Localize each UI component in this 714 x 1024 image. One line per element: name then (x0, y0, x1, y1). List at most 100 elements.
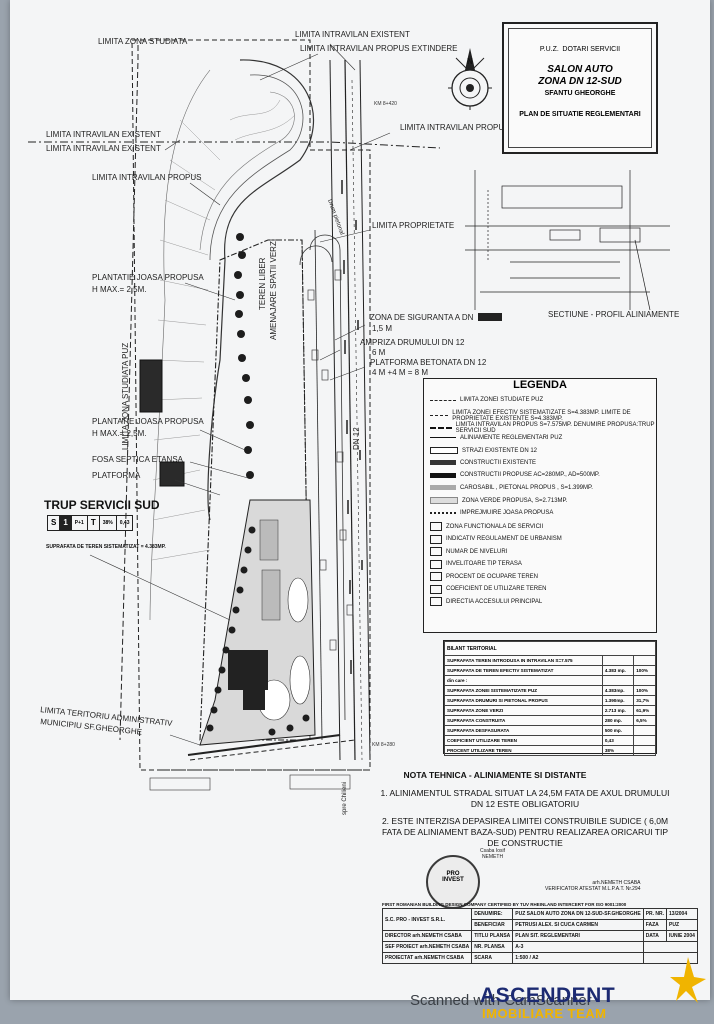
legend-item: COEFICIENT DE UTILIZARE TEREN (430, 584, 547, 594)
label-platforma-betonata: PLATFORMA BETONATA DN 12 (370, 358, 487, 367)
note-title: NOTA TEHNICA - ALINIAMENTE SI DISTANTE (403, 770, 587, 780)
company-name: S.C. PRO - INVEST S.R.L. (381, 908, 473, 931)
bilant-cell: 31,7% (633, 695, 656, 706)
note-item-1: 1. ALINIAMENTUL STRADAL SITUAT LA 24,5M … (380, 788, 670, 809)
bilant-cell: SUPRAFATA CONSTRUITA (444, 715, 603, 726)
plan-sheet: N LIMITA ZONA STUDIATA LIMITA INTRAVILAN… (10, 0, 710, 1000)
bilant-cell: 2.713 mp. (601, 705, 635, 716)
legend-item: LIMITA ZONEI EFECTIV SISTEMATIZATE S=4.3… (430, 410, 656, 422)
legend-label: COEFICIENT DE UTILIZARE TEREN (446, 586, 547, 592)
legend-label: LIMITA ZONEI EFECTIV SISTEMATIZATE S=4.3… (452, 409, 631, 422)
legend-item: CONSTRUCTII PROPUSE AC=280MP., AD=500MP. (430, 472, 600, 478)
legend-swatch (430, 584, 442, 594)
trup-cell-s: S (48, 516, 61, 530)
legend-swatch (430, 597, 442, 606)
legend-label: STRAZI EXISTENTE DN 12 (462, 447, 538, 454)
legend-swatch (430, 559, 442, 569)
label-platforma: PLATFORMA (92, 471, 141, 480)
bilant-cell: 100% (633, 685, 656, 696)
legend-item: LIMITA INTRAVILAN PROPUS S=7.575MP. DENU… (430, 422, 656, 434)
legend-item: ALINIAMENTE REGLEMENTARI PUZ (430, 435, 562, 441)
title-block-table: FIRST ROMANIAN BUILDING DESIGN COMPANY C… (381, 902, 698, 964)
legend-swatch (430, 547, 442, 556)
label-intravilan-existent-2: LIMITA INTRAVILAN EXISTENT (46, 144, 161, 153)
bilant-cell: COEFICIENT UTILIZARE TEREN (444, 735, 603, 746)
legend-item: INVELITOARE TIP TERASA (430, 559, 522, 569)
label-platforma-betonata-val: 4 M +4 M = 8 M (372, 368, 428, 377)
label-teren-liber: TEREN LIBER (258, 257, 267, 310)
bilant-cell: 1.390mp. (601, 695, 635, 706)
legend-swatch (430, 427, 452, 429)
bilant-cell (633, 745, 656, 756)
bilant-cell: 100% (633, 665, 656, 676)
bilant-row: din care : (444, 675, 656, 686)
label-intravilan-existent-1: LIMITA INTRAVILAN EXISTENT (46, 130, 161, 139)
legend-swatch (430, 472, 456, 478)
bilant-cell: SUPRAFATA TEREN INTRODUSA IN INTRAVILAN … (444, 655, 603, 666)
ascendent-logo-sub: IMOBILIARE TEAM (482, 1006, 607, 1021)
bilant-cell: 6,5% (633, 715, 656, 726)
scanned-watermark: Scanned with CamScanner (410, 992, 592, 1009)
project-line-1: SALON AUTO (547, 64, 613, 75)
bilant-cell: 61,9% (633, 705, 656, 716)
legend-label: LIMITA INTRAVILAN PROPUS S=7.575MP. DENU… (455, 422, 655, 434)
constructie-existenta-2 (159, 461, 185, 487)
bilant-cell: SUPRAFATA DE TEREN EFECTIV SISTEMATIZAT (444, 665, 603, 676)
legend-label: NUMAR DE NIVELURI (446, 548, 508, 555)
bilant-cell (601, 675, 635, 686)
legend-label: CONSTRUCTII PROPUSE AC=280MP., AD=500MP. (460, 472, 600, 478)
label-km-bottom: KM 8+280 (372, 742, 395, 748)
project-denumire: PUZ SALON AUTO ZONA DN 12-SUD-SF.GHEORGH… (512, 908, 644, 920)
zona-studiata-line (131, 39, 371, 771)
legend-swatch (430, 485, 456, 490)
label-km-top: KM 8+420 (374, 101, 397, 107)
bilant-cell: SUPRAFATA DRUMURI SI PIETONAL PROPUS (444, 695, 603, 706)
bilant-cell (633, 735, 656, 746)
label-hmax-1: H MAX.= 2,5M. (92, 285, 146, 294)
bilant-cell: SUPRAFATA DESFASURATA (444, 725, 603, 736)
label-zona-siguranta-val: 1,5 M (372, 324, 392, 333)
company-certificate: FIRST ROMANIAN BUILDING DESIGN COMPANY C… (382, 902, 627, 907)
label-intravilan-propus-extindere: LIMITA INTRAVILAN PROPUS EXTINDERE (300, 44, 458, 53)
label-limita-zona-studiata: LIMITA ZONA STUDIATA (98, 37, 188, 46)
trup-cell-t: T (88, 516, 100, 530)
north-compass-icon: N (448, 48, 492, 110)
label-sectiune: SECTIUNE - PROFIL ALINIAMENTE (548, 310, 679, 319)
city-name: SFANTU GHEORGHE (544, 90, 616, 97)
svg-text:N: N (467, 57, 473, 66)
company-seal: PRO INVEST (426, 855, 480, 909)
plan-title: PLAN DE SITUATIE REGLEMENTARI (519, 111, 641, 118)
label-spre-chilieni: spre Chilieni (342, 782, 348, 815)
legend-item: INDICATIV REGULAMENT DE URBANISM (430, 534, 562, 544)
bilant-cell: PROCENT UTILIZARE TEREN (444, 745, 603, 756)
legend-item: DIRECTIA ACCESULUI PRINCIPAL (430, 597, 542, 606)
trup-suprafata: SUPRAFATA DE TEREN SISTEMATIZAT = 4.383M… (46, 544, 166, 550)
legend-label: ZONA FUNCTIONALA DE SERVICII (446, 523, 544, 530)
legend-swatch (430, 511, 456, 514)
label-drum-pietonal: Drum pietonal (326, 199, 344, 236)
logo-star-icon (670, 957, 706, 1003)
title-box: P.U.Z. DOTARI SERVICII SALON AUTO ZONA D… (502, 22, 658, 154)
legend-label: INDICATIV REGULAMENT DE URBANISM (446, 536, 562, 542)
bilant-cell: 4.383mp. (601, 685, 635, 696)
label-hmax-2: H MAX.= 2,5M. (92, 429, 146, 438)
legend-label: DIRECTIA ACCESULUI PRINCIPAL (446, 598, 543, 605)
bilant-cell (633, 675, 656, 686)
bilant-cell (633, 725, 656, 736)
constructie-existenta (139, 359, 163, 413)
label-plantatie-2: PLANTATIE JOASA PROPUSA (92, 417, 204, 426)
label-intravilan-existent-top: LIMITA INTRAVILAN EXISTENT (295, 30, 410, 39)
legend-label: LIMITA ZONEI STUDIATE PUZ (460, 397, 544, 403)
legend-item: CAROSABIL , PIETONAL PROPUS , S=1.399MP. (430, 485, 593, 491)
legend-item: IMPREJMUIRE JOASA PROPUSA (430, 510, 553, 516)
legend-label: ALINIAMENTE REGLEMENTARI PUZ (460, 434, 563, 441)
label-zona-studiata-puz: LIMITA ZONA STUDIATA PUZ (121, 343, 130, 450)
bilant-row: SUPRAFATA TEREN INTRODUSA IN INTRAVILAN … (444, 655, 656, 666)
site-plan-drawing: N LIMITA ZONA STUDIATA LIMITA INTRAVILAN… (28, 30, 679, 815)
